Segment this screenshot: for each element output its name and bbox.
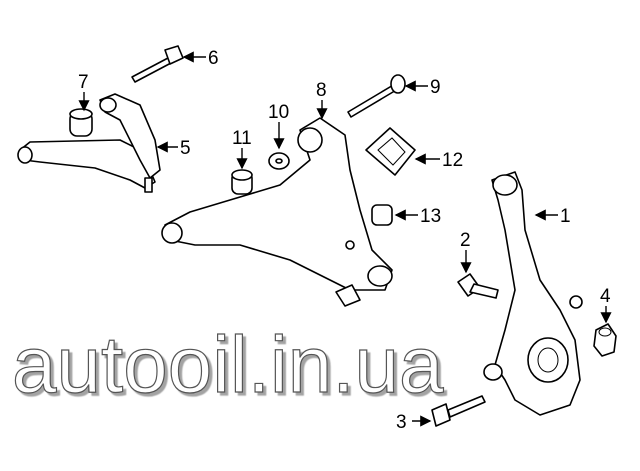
callout-6: 6 bbox=[208, 48, 219, 69]
callout-5: 5 bbox=[180, 138, 191, 159]
bolt-2 bbox=[457, 273, 499, 299]
callout-13: 13 bbox=[420, 206, 441, 227]
callout-2: 2 bbox=[460, 230, 471, 251]
bushing-13 bbox=[371, 204, 393, 226]
callout-3: 3 bbox=[396, 412, 407, 433]
bushing-7 bbox=[69, 108, 93, 137]
bracket-12 bbox=[365, 127, 416, 176]
callout-4: 4 bbox=[600, 286, 611, 307]
bolt-6 bbox=[131, 45, 184, 83]
washer-hole bbox=[275, 158, 283, 164]
callout-12: 12 bbox=[442, 150, 463, 171]
bushing-11 bbox=[231, 169, 253, 195]
upper-control-arm bbox=[17, 93, 161, 193]
bolt-9 bbox=[347, 74, 406, 118]
callout-arrows bbox=[78, 51, 612, 427]
callout-1: 1 bbox=[560, 206, 571, 227]
callout-9: 9 bbox=[430, 77, 441, 98]
watermark: autooil.in.ua bbox=[12, 320, 444, 409]
lower-control-arm bbox=[161, 117, 393, 307]
callout-11: 11 bbox=[232, 128, 252, 149]
nut-4 bbox=[593, 323, 617, 357]
callout-7: 7 bbox=[78, 72, 89, 93]
callout-8: 8 bbox=[316, 80, 327, 101]
bolt-3 bbox=[431, 395, 486, 427]
callout-10: 10 bbox=[268, 102, 289, 123]
steering-knuckle bbox=[483, 171, 583, 416]
